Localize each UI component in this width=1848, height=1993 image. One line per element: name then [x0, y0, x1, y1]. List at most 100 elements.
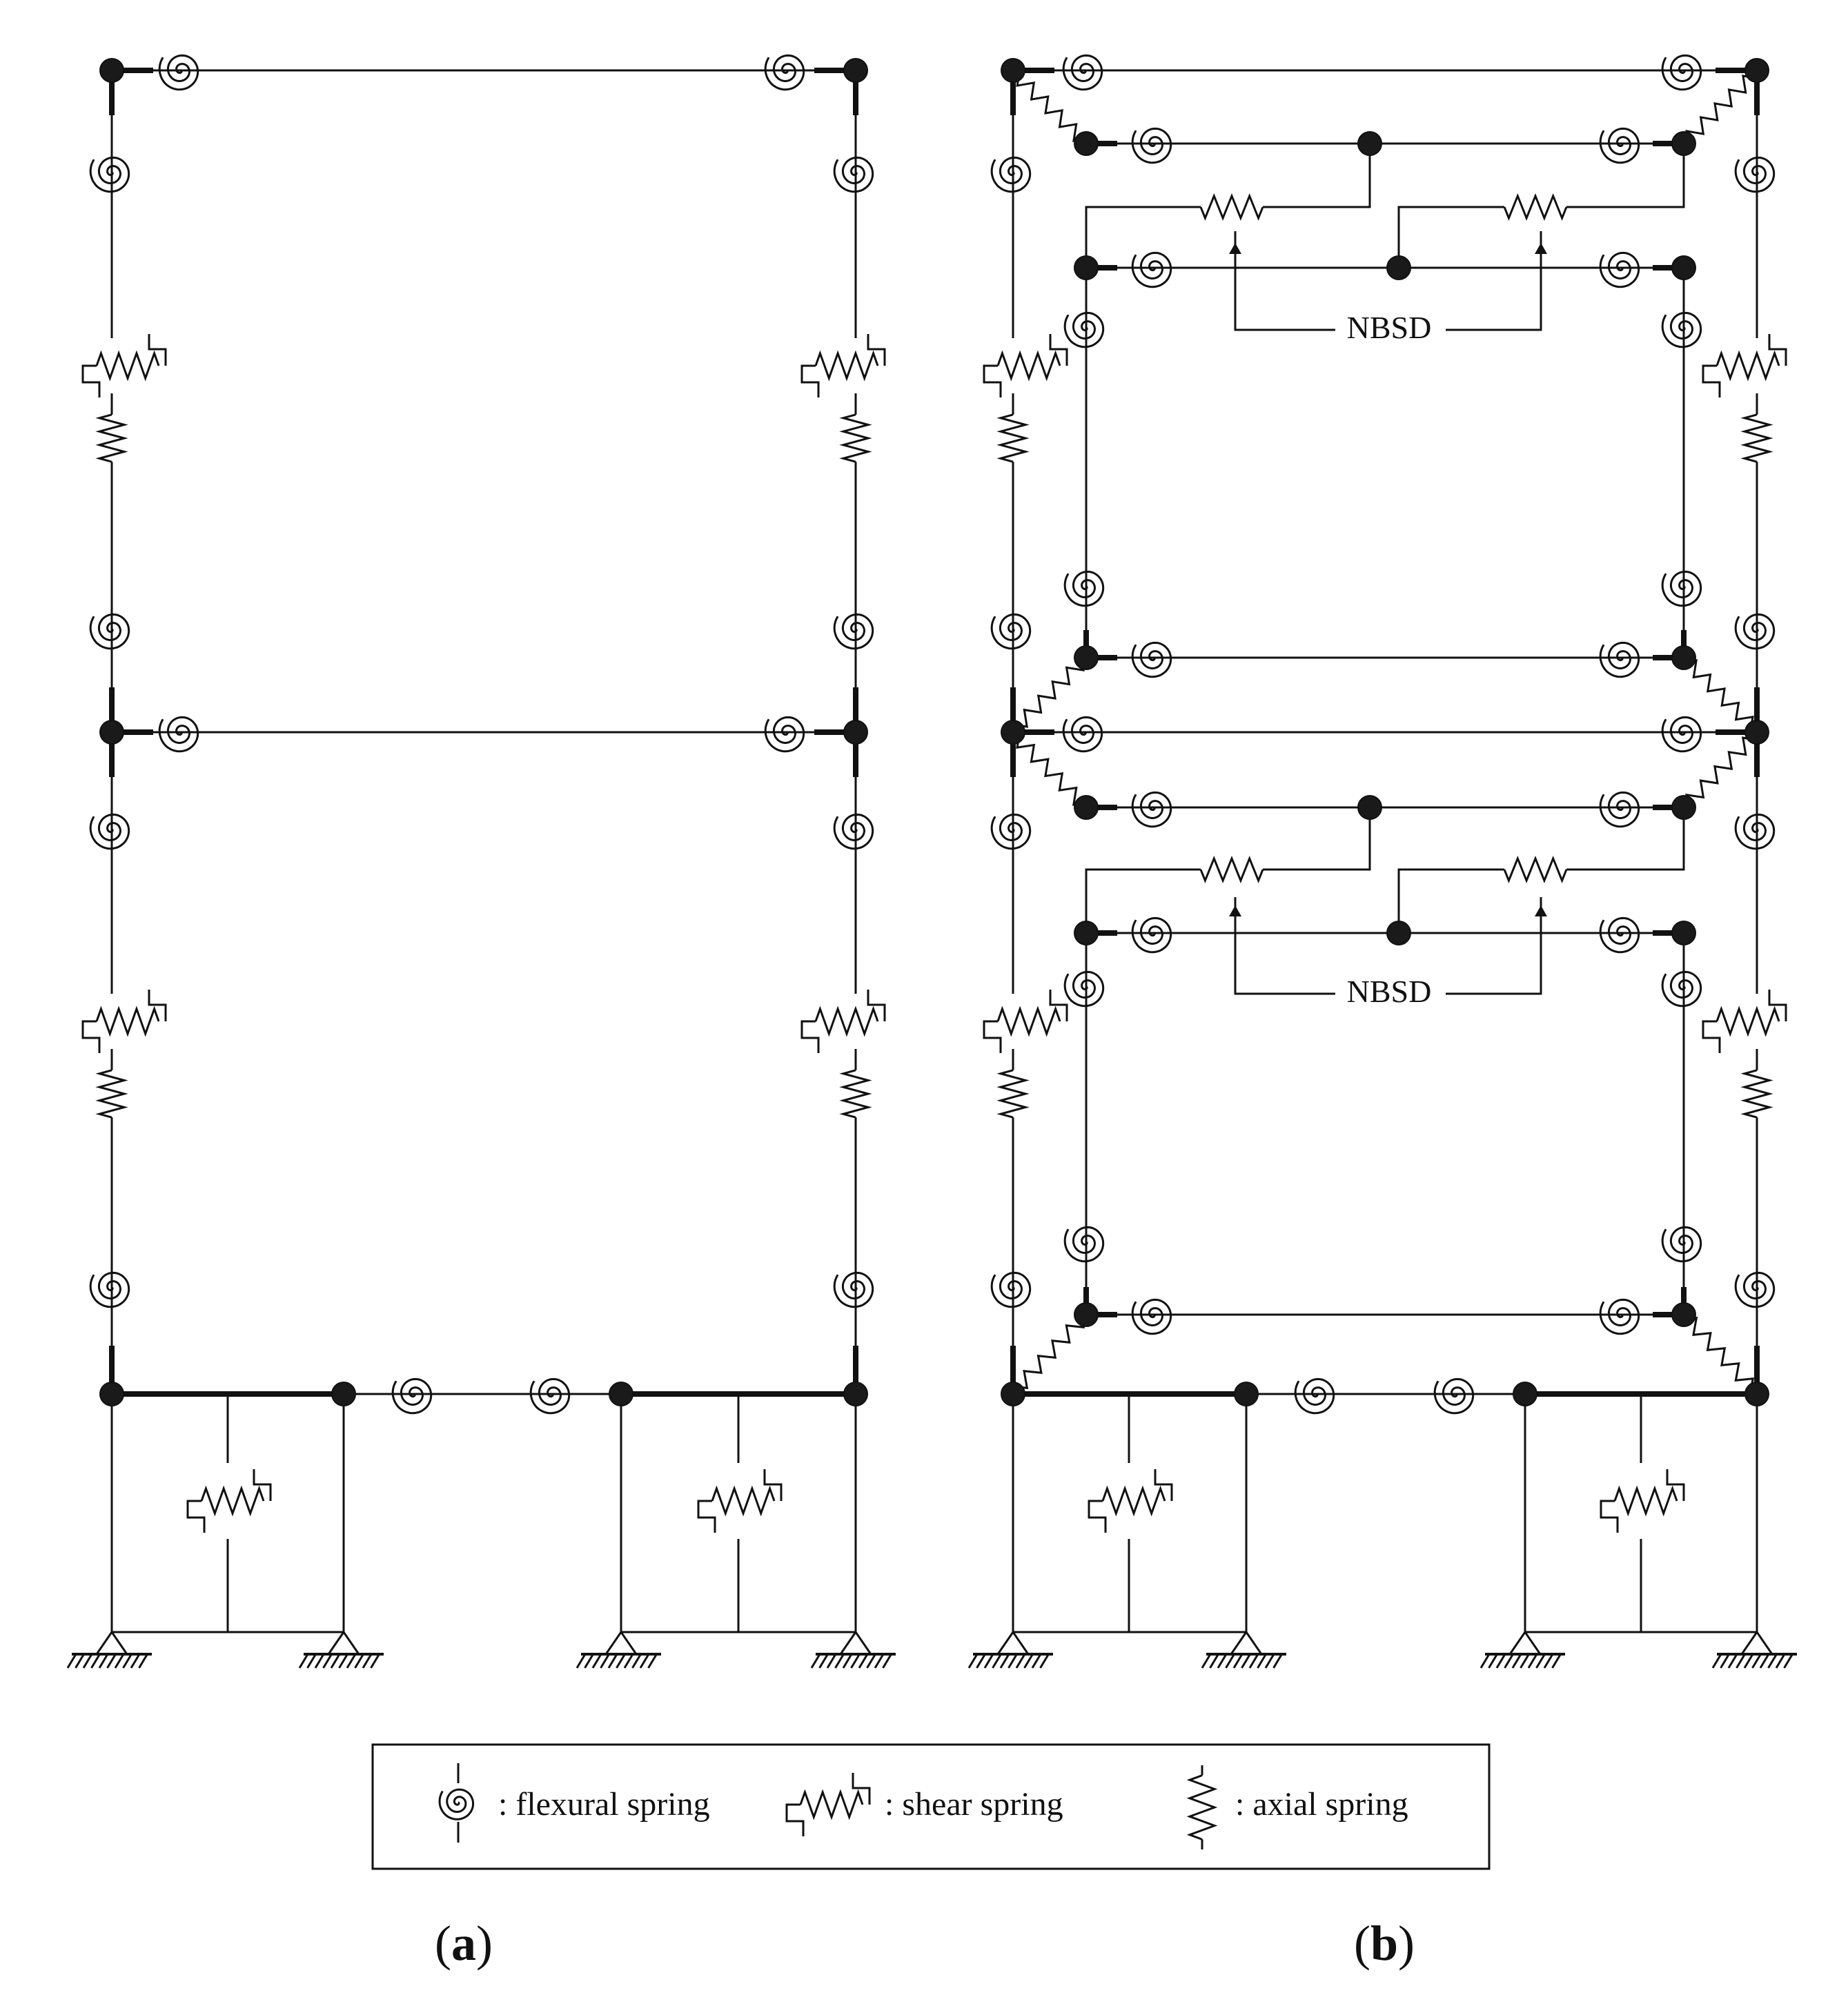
shear-spring-coil	[200, 1485, 265, 1517]
flexural-spring-coil	[764, 716, 805, 753]
support-hatch	[842, 1653, 853, 1669]
shear-spring-hook	[983, 364, 1002, 397]
shear-spring	[785, 1773, 871, 1836]
shear-spring-hook	[148, 334, 167, 366]
diagonal-spring	[1685, 75, 1752, 140]
shear-spring	[983, 334, 1068, 397]
shear-spring	[800, 990, 886, 1053]
support-hatch	[1007, 1653, 1018, 1669]
node	[99, 58, 124, 83]
nodes	[99, 58, 1769, 1406]
shear-spring-hook	[148, 990, 167, 1021]
node	[1671, 921, 1696, 945]
mask	[108, 1063, 116, 1125]
support-triangle	[996, 1630, 1030, 1656]
node	[1386, 921, 1411, 945]
shear-spring-coil	[814, 350, 879, 382]
support-hatch	[130, 1653, 141, 1669]
flexural-spring-coil	[1131, 1298, 1172, 1335]
flexural-spring	[438, 1788, 475, 1820]
mask	[852, 1063, 860, 1125]
axial-spring-coil	[839, 413, 872, 463]
flexural-spring	[1661, 1226, 1702, 1263]
node	[1074, 1302, 1099, 1327]
shear-spring-coil	[1613, 1485, 1678, 1517]
nbsd-link	[1085, 868, 1201, 933]
flexural-spring-coil	[1661, 54, 1702, 91]
legend-flexural-text: : flexural spring	[498, 1786, 710, 1823]
support-hatch	[346, 1653, 357, 1669]
flexural-spring	[1661, 54, 1702, 91]
shear-spring-hook	[253, 1469, 272, 1501]
shear-spring	[1702, 990, 1787, 1053]
support-hatch	[114, 1653, 125, 1669]
shear-spring-coil	[95, 1005, 160, 1037]
axial-spring	[839, 1063, 872, 1125]
support-hatch	[866, 1653, 876, 1669]
support-hatch	[647, 1653, 658, 1669]
flexural-spring	[1661, 570, 1702, 607]
support-hatch	[122, 1653, 132, 1669]
node	[1671, 645, 1696, 670]
flexural-spring-coil	[1734, 613, 1776, 650]
panel-label-open: (	[1354, 1916, 1370, 1971]
flexural-spring	[1734, 1271, 1776, 1308]
support-hatch	[1480, 1653, 1491, 1669]
support-hatch	[1248, 1653, 1259, 1669]
flexural-spring	[833, 613, 874, 650]
shear-spring-hook	[983, 1020, 1002, 1053]
node	[609, 1382, 633, 1406]
support-hatch	[1023, 1653, 1034, 1669]
support-hatch	[1511, 1653, 1522, 1669]
flexural-spring-coil	[990, 156, 1032, 193]
support-hatch	[1759, 1653, 1770, 1669]
flexural-spring-coil	[1661, 716, 1702, 753]
axial-spring-coil	[95, 1069, 128, 1119]
flexural-spring	[1063, 1226, 1105, 1263]
legend-axial-text: : axial spring	[1235, 1786, 1408, 1823]
axial-spring-coil	[1740, 413, 1773, 463]
flexural-spring	[1131, 251, 1172, 288]
shear-spring-hook	[81, 364, 101, 397]
legend-icons	[438, 1763, 1218, 1849]
mask	[852, 994, 860, 1049]
flexural-spring-coil	[990, 1271, 1032, 1308]
diagonal-spring	[1687, 659, 1754, 726]
support-hatch	[75, 1653, 85, 1669]
flexural-spring	[764, 54, 805, 91]
support-hatch	[322, 1653, 333, 1669]
flexural-spring-coil	[1131, 127, 1172, 164]
flexural-spring-coil	[1599, 251, 1640, 288]
support-hatch	[607, 1653, 618, 1669]
node	[843, 720, 868, 745]
support-hatch	[1543, 1653, 1554, 1669]
flexural-spring	[1599, 127, 1640, 164]
support-hatch	[850, 1653, 861, 1669]
axial-spring	[1740, 407, 1773, 469]
diagonal-spring	[1685, 736, 1752, 804]
support-hatch	[1031, 1653, 1042, 1669]
support-triangle	[604, 1630, 638, 1656]
shear-spring	[800, 334, 886, 397]
pinned-support	[66, 1630, 152, 1669]
flexural-spring-coil	[1734, 1271, 1776, 1308]
flexural-spring-coil	[438, 1788, 475, 1820]
node	[1357, 795, 1382, 820]
support-triangle	[326, 1630, 361, 1656]
node	[1671, 1302, 1696, 1327]
node	[1234, 1382, 1259, 1406]
shear-spring-hook	[867, 334, 886, 366]
nbsd-leader	[1446, 231, 1542, 331]
shear-spring-hook	[1049, 990, 1068, 1021]
node	[99, 720, 124, 745]
flexural-spring-coil	[158, 716, 199, 753]
support-hatch	[1767, 1653, 1778, 1669]
support-triangle	[1740, 1630, 1774, 1656]
support-hatch	[1783, 1653, 1793, 1669]
nbsd-label-upper: NBSD	[1335, 309, 1446, 345]
node	[1671, 255, 1696, 280]
shear-spring-hook	[1088, 1500, 1107, 1533]
node	[1001, 58, 1025, 83]
support-hatch	[1551, 1653, 1562, 1669]
nbsd-spring	[1199, 855, 1264, 884]
